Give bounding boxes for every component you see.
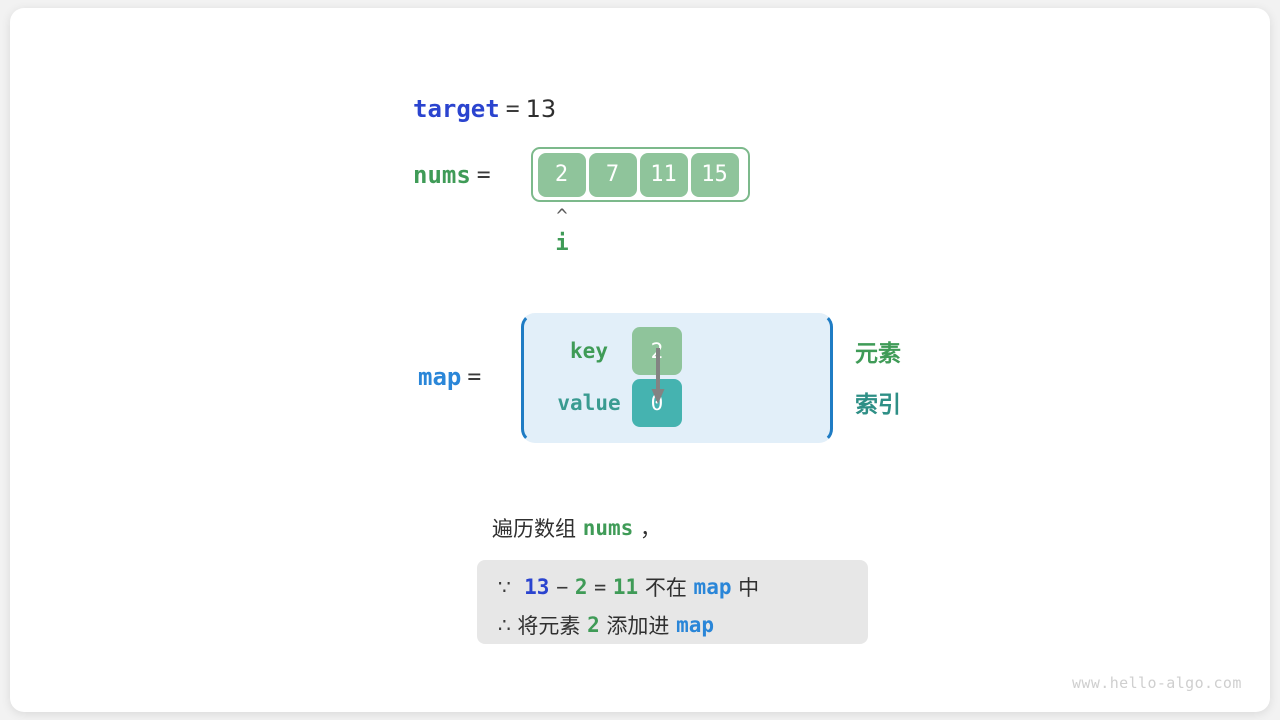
note-line-therefore: ∴ 将元素 2 添加进 map xyxy=(498,610,714,640)
pointer-caret-icon: ^ xyxy=(556,205,568,227)
note-complement-value: 11 xyxy=(612,575,639,599)
nums-variable-name: nums xyxy=(413,161,471,189)
target-equals-sign: = xyxy=(505,96,520,122)
legend-element-label: 元素 xyxy=(855,341,901,367)
map-variable-name: map xyxy=(418,363,462,391)
map-equals-sign: = xyxy=(467,364,482,390)
caption-prefix: 遍历数组 xyxy=(492,517,583,541)
note-text-not-in: 不在 xyxy=(638,576,694,600)
array-cell: 7 xyxy=(588,152,637,197)
map-key-cell: 2 xyxy=(632,327,682,375)
pointer-index-label: i xyxy=(555,231,569,256)
target-row: target = 13 xyxy=(413,92,556,126)
array-cell: 2 xyxy=(537,152,586,197)
note2-text-add-element: 将元素 xyxy=(510,614,588,638)
array-cell: 11 xyxy=(639,152,688,197)
map-value-label: value xyxy=(557,391,621,415)
watermark: www.hello-algo.com xyxy=(1072,674,1242,692)
note-target-value: 13 xyxy=(524,575,550,599)
legend-index-label: 索引 xyxy=(855,392,901,418)
array-cell: 15 xyxy=(690,152,739,197)
note2-element-value: 2 xyxy=(587,613,600,637)
target-value: 13 xyxy=(525,95,557,123)
target-variable-name: target xyxy=(413,95,500,123)
map-key-label: key xyxy=(570,339,608,363)
note2-map-reference: map xyxy=(676,613,715,637)
note-box xyxy=(477,560,868,644)
array-frame: 2 7 11 15 xyxy=(531,147,750,202)
note-equals-operator: = xyxy=(594,575,607,599)
note-line-because: ∵ 13 − 2 = 11 不在 map 中 xyxy=(498,572,759,602)
caption-line: 遍历数组 nums ， xyxy=(492,512,661,544)
caption-suffix: ， xyxy=(633,517,661,541)
because-symbol: ∵ xyxy=(498,575,511,599)
note2-text-add-into: 添加进 xyxy=(599,614,677,638)
note-text-zhong: 中 xyxy=(731,576,760,600)
note-map-reference: map xyxy=(693,575,732,599)
map-row: map = xyxy=(418,361,487,393)
caption-code-nums: nums xyxy=(582,516,634,540)
map-value-cell: 0 xyxy=(632,379,682,427)
nums-row: nums = xyxy=(413,158,497,192)
therefore-symbol: ∴ xyxy=(498,613,511,637)
nums-equals-sign: = xyxy=(476,162,491,188)
note-current-value: 2 xyxy=(574,575,588,599)
note-minus-operator: − xyxy=(556,575,569,599)
